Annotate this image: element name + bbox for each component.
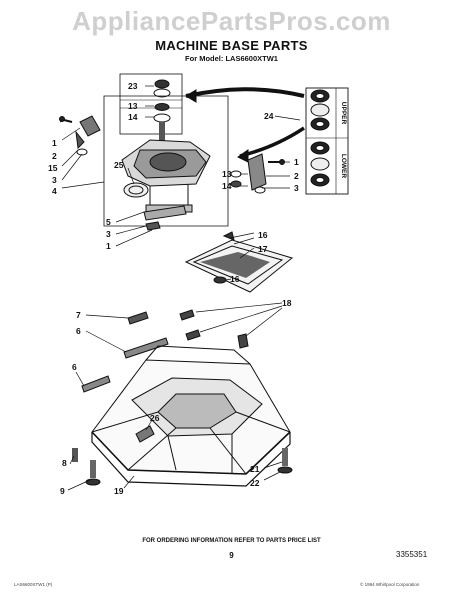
callout-3-mid: 3 <box>106 229 111 239</box>
drive-top-parts <box>153 79 171 148</box>
callout-1-mid: 1 <box>106 241 111 251</box>
seal-kit-arrows <box>185 87 305 163</box>
document-number: 3355351 <box>396 550 428 559</box>
callout-3: 3 <box>52 175 57 185</box>
lower-brace-parts <box>143 205 187 231</box>
seal-kit-box <box>305 87 349 195</box>
ordering-footnote: FOR ORDERING INFORMATION REFER TO PARTS … <box>142 538 321 544</box>
callout-18: 18 <box>282 298 292 308</box>
callout-8: 8 <box>62 458 67 468</box>
callout-2: 2 <box>52 151 57 161</box>
callout-2-right: 2 <box>294 171 299 181</box>
left-bracket-parts <box>59 115 101 156</box>
callout-9: 9 <box>60 486 65 496</box>
page-number: 9 <box>229 551 234 560</box>
page-title: MACHINE BASE PARTS <box>155 38 308 53</box>
callout-1-right: 1 <box>294 157 299 167</box>
leader-lines <box>59 85 301 491</box>
callout-17: 17 <box>258 244 268 254</box>
seal-kit-labels: UPPER LOWER <box>340 102 347 179</box>
callout-25: 25 <box>114 160 124 170</box>
callout-14: 14 <box>128 112 138 122</box>
leveling-feet <box>72 425 293 486</box>
model-subtitle: For Model: LAS6600XTW1 <box>185 54 278 63</box>
fine-print-left: LAS6600XTW1 (P) <box>14 582 53 587</box>
callout-numbers: 23 13 14 24 25 2 1 15 3 4 1 2 3 13 14 5 … <box>48 81 299 496</box>
fine-print-right: © 1994 Whirlpool Corporation <box>360 582 420 587</box>
callout-13-right: 13 <box>222 169 232 179</box>
callout-14-right: 14 <box>222 181 232 191</box>
callout-5: 5 <box>106 217 111 227</box>
transmission-body <box>121 139 211 213</box>
callout-26: 26 <box>150 413 160 423</box>
callout-19: 19 <box>114 486 124 496</box>
callout-3-right: 3 <box>294 183 299 193</box>
clips-and-pads <box>81 309 249 393</box>
tub-support-pan <box>184 231 294 293</box>
seal-label-lower: LOWER <box>340 154 347 178</box>
callout-7: 7 <box>76 310 81 320</box>
callout-13: 13 <box>128 101 138 111</box>
machine-base-frame <box>91 345 291 487</box>
callout-16: 16 <box>258 230 268 240</box>
callout-1: 1 <box>52 138 57 148</box>
right-bracket-parts <box>230 153 285 194</box>
watermark: AppliancePartsPros.com <box>72 6 391 36</box>
callout-16-lower: 16 <box>230 274 240 284</box>
callout-4: 4 <box>52 186 57 196</box>
callout-21: 21 <box>250 464 260 474</box>
seal-label-upper: UPPER <box>340 102 347 125</box>
callout-15: 15 <box>48 163 58 173</box>
callout-6: 6 <box>76 326 81 336</box>
callout-24: 24 <box>264 111 274 121</box>
callout-23: 23 <box>128 81 138 91</box>
callout-22: 22 <box>250 478 260 488</box>
callout-6-lower: 6 <box>72 362 77 372</box>
